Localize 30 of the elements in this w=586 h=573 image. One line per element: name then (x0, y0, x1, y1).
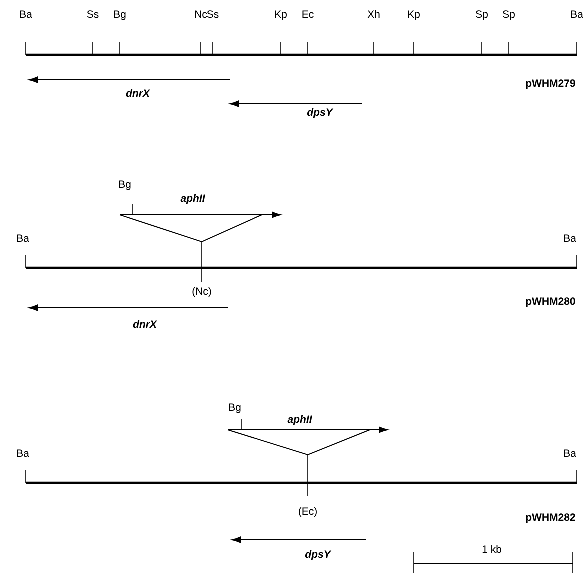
site-label: Sp (503, 10, 515, 20)
site-label: (Ec) (299, 507, 317, 518)
site-label: Ss (207, 10, 219, 18)
site-label: Ba (17, 234, 30, 242)
gene-label: aphII (288, 415, 312, 426)
plasmid-label: pWHM279 (526, 80, 576, 90)
site-label: Bg (119, 180, 131, 190)
site-label: Ba (564, 450, 576, 458)
plasmid-label: pWHM280 (526, 298, 576, 308)
site-label: Xh (368, 10, 380, 18)
site-label: Ss (87, 10, 99, 18)
site-label: (Nc) (192, 287, 212, 298)
plasmid-label: pWHM282 (526, 514, 576, 524)
gene-label: dpsY (307, 108, 334, 118)
site-label: 1 kb (482, 545, 502, 554)
site-label: Bg (229, 404, 241, 414)
gene-label: dnrX (133, 320, 158, 328)
site-label: Ec (302, 10, 314, 18)
site-label: Kp (275, 10, 287, 20)
site-label: Ba (571, 10, 584, 18)
gene-label: aphII (180, 194, 206, 204)
site-label: Nc (195, 10, 208, 18)
gene-label: dpsY (305, 550, 332, 560)
site-label: Ba (20, 10, 32, 18)
site-label: Kp (408, 10, 420, 20)
site-label: Bg (114, 10, 126, 20)
site-label: Sp (476, 10, 488, 20)
site-label: Ba (17, 450, 30, 458)
site-label: Ba (564, 234, 576, 242)
gene-label: dnrX (126, 89, 150, 98)
